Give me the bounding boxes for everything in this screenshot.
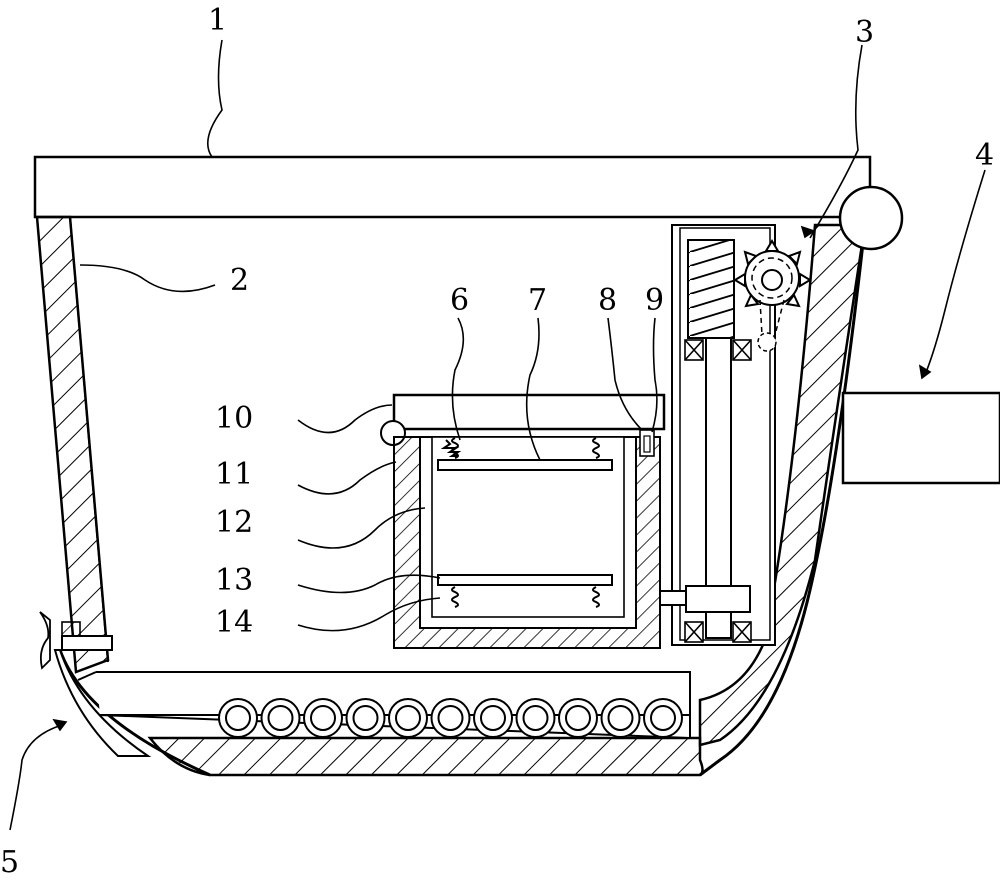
roller-outer (303, 698, 343, 738)
roller-inner (607, 705, 634, 731)
roller-group (218, 698, 683, 738)
label-5: 5 (0, 845, 19, 880)
label-9: 9 (645, 283, 664, 318)
roller-inner (310, 705, 336, 731)
label-11: 11 (215, 457, 253, 492)
outlet-pipe (841, 391, 1000, 485)
roller-inner (480, 705, 506, 731)
roller-inner (565, 705, 591, 731)
roller-inner (225, 705, 251, 731)
roller-outer (643, 698, 683, 738)
roller-outer (430, 698, 471, 738)
inner-shell (69, 216, 109, 663)
roller-inner (522, 705, 549, 731)
label-2: 2 (230, 263, 249, 298)
label-14: 14 (215, 605, 253, 640)
label-1: 1 (208, 3, 227, 38)
roller-outer (600, 698, 641, 738)
roller-inner (437, 705, 464, 731)
label-10: 10 (215, 401, 253, 436)
hull-body (35, 215, 867, 777)
drive-compartment (659, 224, 812, 646)
pulley-wheel (838, 185, 904, 251)
label-13: 13 (215, 563, 253, 598)
roller-inner (395, 705, 421, 731)
roller-inner (352, 705, 379, 731)
label-6: 6 (450, 283, 469, 318)
part-labels: 1 2 3 4 5 6 7 8 9 10 11 12 13 14 (0, 3, 994, 880)
roller-inner (650, 705, 676, 731)
roller-inner (267, 705, 294, 731)
label-8: 8 (598, 283, 617, 318)
roller-outer (218, 698, 258, 738)
roller-outer (388, 698, 428, 738)
front-flap (39, 611, 152, 757)
roller-outer (515, 698, 556, 738)
label-3: 3 (855, 15, 874, 50)
label-4: 4 (975, 138, 994, 173)
roller-outer (345, 698, 386, 738)
leader-lines (9, 39, 986, 831)
lid (33, 155, 872, 219)
roller-outer (260, 698, 301, 738)
label-7: 7 (528, 283, 547, 318)
storage-box (380, 393, 666, 649)
roller-outer (473, 698, 513, 738)
roller-outer (558, 698, 598, 738)
conveyor (77, 671, 691, 740)
label-12: 12 (215, 505, 253, 540)
